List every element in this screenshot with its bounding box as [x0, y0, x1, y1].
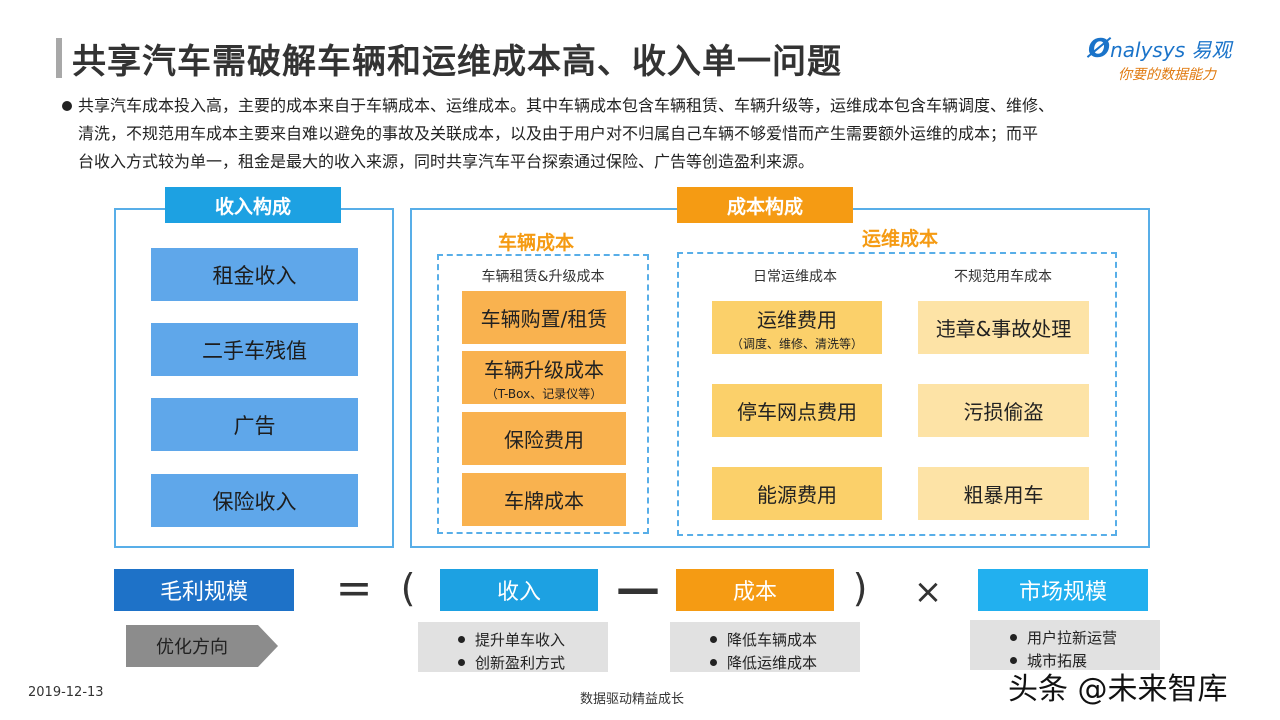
cost-tag: 成本构成: [677, 187, 853, 223]
abnormal-usage-item: 粗暴用车: [918, 467, 1089, 520]
intro-line: 共享汽车成本投入高，主要的成本来自于车辆成本、运维成本。其中车辆成本包含车辆租赁…: [78, 96, 1055, 115]
vehicle-cost-item-text: 车辆购置/租赁: [480, 307, 608, 331]
vehicle-cost-item-text: 车辆升级成本: [484, 357, 604, 382]
vehicle-cost-item-text: 保险费用: [504, 428, 584, 452]
list-item: 用户拉新运营: [970, 626, 1160, 649]
market-size-box: 市场规模: [978, 569, 1148, 611]
vehicle-cost-item-text: 车牌成本: [504, 489, 584, 513]
cost-point: 降低运维成本: [727, 654, 818, 672]
vehicle-cost-item: 保险费用: [462, 412, 626, 465]
cost-optimize-box: 降低车辆成本 降低运维成本: [670, 622, 860, 672]
bullet-dot-icon: [62, 101, 72, 111]
daily-operation-item-text: 停车网点费用: [737, 400, 857, 424]
title-accent-bar: [56, 38, 62, 78]
close-paren: ): [852, 566, 868, 610]
market-point: 城市拓展: [1027, 652, 1088, 670]
income-optimize-box: 提升单车收入 创新盈利方式: [418, 622, 608, 672]
footer-date: 2019-12-13: [28, 685, 104, 700]
income-item: 二手车残值: [151, 323, 358, 376]
daily-operation-item: 停车网点费用: [712, 384, 882, 437]
page-title: 共享汽车需破解车辆和运维成本高、收入单一问题: [72, 42, 842, 82]
logo-brand-text: nalysys 易观: [1110, 38, 1232, 62]
bullet-dot-icon: [458, 636, 465, 643]
intro-line: 清洗，不规范用车成本主要来自难以避免的事故及关联成本，以及由于用户对不归属自己车…: [78, 124, 1039, 143]
abnormal-usage-label: 不规范用车成本: [954, 269, 1052, 285]
list-item: 城市拓展: [970, 649, 1160, 672]
open-paren: (: [400, 566, 416, 610]
list-item: 降低车辆成本: [670, 628, 860, 651]
daily-operation-item: 运维费用 （调度、维修、清洗等）: [712, 301, 882, 354]
daily-operation-item: 能源费用: [712, 467, 882, 520]
vehicle-cost-item-subtext: （T-Box、记录仪等）: [485, 386, 603, 401]
income-item: 广告: [151, 398, 358, 451]
income-item: 租金收入: [151, 248, 358, 301]
list-item: 提升单车收入: [418, 628, 608, 651]
list-item: 创新盈利方式: [418, 651, 608, 674]
market-optimize-box: 用户拉新运营 城市拓展: [970, 620, 1160, 670]
optimize-direction-arrow: [126, 625, 278, 667]
watermark: 头条 @未来智库: [1008, 672, 1228, 707]
daily-operation-label: 日常运维成本: [753, 269, 837, 285]
bullet-dot-icon: [458, 659, 465, 666]
footer-slogan: 数据驱动精益成长: [580, 692, 685, 707]
times-sign: ×: [913, 572, 943, 612]
income-formula-box: 收入: [440, 569, 598, 611]
vehicle-cost-label: 车辆租赁&升级成本: [481, 269, 605, 285]
vehicle-cost-title: 车辆成本: [498, 232, 575, 254]
arrow-shape-icon: [126, 625, 278, 667]
daily-operation-item-text: 运维费用: [757, 307, 837, 332]
operation-cost-title: 运维成本: [862, 228, 939, 250]
income-point: 提升单车收入: [475, 631, 566, 649]
income-tag: 收入构成: [165, 187, 341, 223]
daily-operation-item-text: 能源费用: [757, 483, 837, 507]
list-item: 降低运维成本: [670, 651, 860, 674]
daily-operation-item-subtext: （调度、维修、清洗等）: [730, 336, 863, 351]
logo-slogan: 你要的数据能力: [1118, 67, 1216, 83]
abnormal-usage-item: 违章&事故处理: [918, 301, 1089, 354]
vehicle-cost-group: [437, 254, 649, 534]
gross-profit-box: 毛利规模: [114, 569, 294, 611]
intro-line: 台收入方式较为单一，租金是最大的收入来源，同时共享汽车平台探索通过保险、广告等创…: [78, 152, 815, 171]
vehicle-cost-item: 车辆购置/租赁: [462, 291, 626, 344]
equals-sign: =: [335, 562, 373, 614]
vehicle-cost-item: 车牌成本: [462, 473, 626, 526]
income-point: 创新盈利方式: [475, 654, 566, 672]
bullet-dot-icon: [710, 659, 717, 666]
intro-paragraph: 共享汽车成本投入高，主要的成本来自于车辆成本、运维成本。其中车辆成本包含车辆租赁…: [62, 92, 1222, 176]
brand-logo: Ønalysys 易观 你要的数据能力: [1088, 34, 1258, 84]
cost-formula-box: 成本: [676, 569, 834, 611]
logo-a-icon: Ø: [1088, 34, 1111, 64]
cost-point: 降低车辆成本: [727, 631, 818, 649]
operation-cost-group: [677, 252, 1117, 536]
vehicle-cost-item: 车辆升级成本 （T-Box、记录仪等）: [462, 351, 626, 404]
market-point: 用户拉新运营: [1027, 629, 1118, 647]
bullet-dot-icon: [1010, 634, 1017, 641]
income-item: 保险收入: [151, 474, 358, 527]
optimize-direction-label: 优化方向: [156, 637, 228, 658]
minus-sign: —: [616, 562, 660, 614]
bullet-dot-icon: [1010, 657, 1017, 664]
bullet-dot-icon: [710, 636, 717, 643]
abnormal-usage-item: 污损偷盗: [918, 384, 1089, 437]
